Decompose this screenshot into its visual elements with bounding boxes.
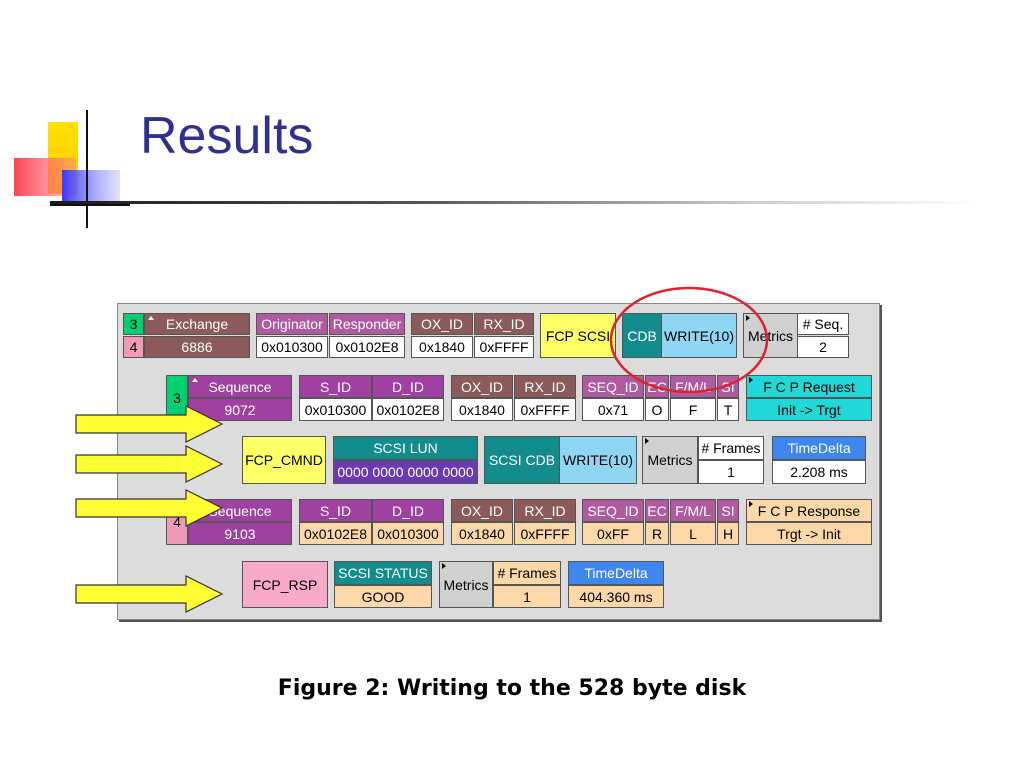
seq1-seq-id-label: SEQ_ID xyxy=(582,375,644,398)
seq2-d-id-value: 0x010300 xyxy=(372,522,444,545)
exch-rx-id-label: RX_ID xyxy=(474,313,534,335)
rsp-timedelta-value: 404.360 ms xyxy=(568,585,664,608)
seq-count-value: 2 xyxy=(797,336,849,358)
seq2-d-id-label: D_ID xyxy=(372,499,444,522)
responder-value: 0x0102E8 xyxy=(329,336,405,358)
arrow-icon xyxy=(75,575,224,613)
scsi-cdb-label: SCSI CDB xyxy=(484,436,560,484)
responder-label: Responder xyxy=(329,313,405,335)
seq2-seq-id-label: SEQ_ID xyxy=(582,499,644,522)
originator-value: 0x010300 xyxy=(256,336,328,358)
seq1-d-id-label: D_ID xyxy=(372,375,444,398)
collapse-icon xyxy=(192,378,198,382)
seq2-s-id-value: 0x0102E8 xyxy=(299,522,372,545)
seq1-seq-id-value: 0x71 xyxy=(582,398,644,421)
fcp-cmnd-box: FCP_CMND xyxy=(242,436,326,484)
scsi-lun-value: 0000 0000 0000 0000 xyxy=(333,460,478,484)
scsi-status-value: GOOD xyxy=(334,585,432,608)
exchange-label[interactable]: Exchange xyxy=(144,313,250,335)
scsi-lun-label: SCSI LUN xyxy=(333,436,478,460)
seq2-label-text: Sequence xyxy=(208,502,272,519)
seq1-s-id-value: 0x010300 xyxy=(299,398,372,421)
seq2-s-id-label: S_ID xyxy=(299,499,372,522)
exchange-metrics[interactable]: Metrics xyxy=(743,313,798,358)
scsi-cdb-value: WRITE(10) xyxy=(559,436,637,484)
cdb-label: CDB xyxy=(622,313,662,358)
seq2-ox-id-label: OX_ID xyxy=(451,499,513,522)
exchange-label-text: Exchange xyxy=(165,316,229,332)
fcp-scsi-box: FCP SCSI xyxy=(540,313,616,358)
expand-icon xyxy=(749,501,753,507)
title-rule xyxy=(50,201,980,204)
arrow-icon xyxy=(75,405,224,443)
exch-ox-id-label: OX_ID xyxy=(411,313,473,335)
cmnd-frames-value: 1 xyxy=(698,460,764,484)
expand-icon xyxy=(746,315,750,321)
rsp-frames-value: 1 xyxy=(493,585,561,608)
expand-icon xyxy=(442,563,446,569)
cdb-value: WRITE(10) xyxy=(661,313,737,358)
collapse-icon xyxy=(148,316,154,320)
seq2-value: 9103 xyxy=(188,522,292,545)
seq2-si-label: SI xyxy=(717,499,739,522)
seq1-si-value: T xyxy=(717,398,739,421)
cmnd-metrics-text: Metrics xyxy=(647,452,693,468)
arrow-icon xyxy=(75,445,224,483)
seq1-rx-id-value: 0xFFFF xyxy=(514,398,576,421)
exchange-index-top: 3 xyxy=(123,313,144,335)
cmnd-timedelta-value: 2.208 ms xyxy=(772,460,866,484)
corner-logo-graphic xyxy=(14,110,130,228)
fcp-request-value: Init -> Trgt xyxy=(746,398,872,421)
rsp-metrics[interactable]: Metrics xyxy=(439,561,493,608)
cmnd-frames-label: # Frames xyxy=(698,436,764,460)
seq2-fml-value: L xyxy=(670,522,716,545)
seq2-ox-id-value: 0x1840 xyxy=(451,522,513,545)
cmnd-metrics[interactable]: Metrics xyxy=(642,436,698,484)
rsp-frames-label: # Frames xyxy=(493,561,561,585)
exch-rx-id-value: 0xFFFF xyxy=(474,336,534,358)
seq1-label[interactable]: Sequence xyxy=(188,375,292,398)
seq1-value: 9072 xyxy=(188,398,292,421)
fcp-request-label-text: F C P Request xyxy=(763,378,855,395)
fcp-response-label-text: F C P Response xyxy=(757,502,861,519)
fcp-response-label[interactable]: F C P Response xyxy=(746,499,872,522)
arrow-icon xyxy=(75,489,224,527)
seq1-s-id-label: S_ID xyxy=(299,375,372,398)
exch-ox-id-value: 0x1840 xyxy=(411,336,473,358)
seq1-ox-id-value: 0x1840 xyxy=(451,398,513,421)
seq-count-label: # Seq. xyxy=(797,313,849,335)
seq2-seq-id-value: 0xFF xyxy=(582,522,644,545)
figure-caption: Figure 2: Writing to the 528 byte disk xyxy=(277,676,747,701)
corner-logo xyxy=(0,100,140,230)
seq2-rx-id-label: RX_ID xyxy=(514,499,576,522)
slide-title: Results xyxy=(140,107,314,165)
seq1-ec-value: O xyxy=(645,398,669,421)
fcp-response-value: Trgt -> Init xyxy=(746,522,872,545)
exchange-index-bottom: 4 xyxy=(123,336,144,358)
seq2-si-value: H xyxy=(717,522,739,545)
exchange-metrics-text: Metrics xyxy=(747,327,794,344)
seq1-d-id-value: 0x0102E8 xyxy=(372,398,444,421)
highlight-circle xyxy=(609,286,769,394)
scsi-status-label: SCSI STATUS xyxy=(334,561,432,585)
originator-label: Originator xyxy=(256,313,328,335)
rsp-metrics-text: Metrics xyxy=(443,576,489,593)
seq1-rx-id-label: RX_ID xyxy=(514,375,576,398)
seq2-ec-value: R xyxy=(645,522,669,545)
seq2-fml-label: F/M/L xyxy=(670,499,716,522)
seq1-label-text: Sequence xyxy=(208,378,272,395)
fcp-request-label[interactable]: F C P Request xyxy=(746,375,872,398)
seq1-fml-value: F xyxy=(670,398,716,421)
expand-icon xyxy=(645,438,649,444)
fcp-rsp-box: FCP_RSP xyxy=(242,561,328,608)
seq2-rx-id-value: 0xFFFF xyxy=(514,522,576,545)
exchange-value: 6886 xyxy=(144,336,250,358)
rsp-timedelta-label: TimeDelta xyxy=(568,561,664,585)
cmnd-timedelta-label: TimeDelta xyxy=(772,436,866,460)
seq2-ec-label: EC xyxy=(645,499,669,522)
seq1-ox-id-label: OX_ID xyxy=(451,375,513,398)
expand-icon xyxy=(749,377,753,383)
